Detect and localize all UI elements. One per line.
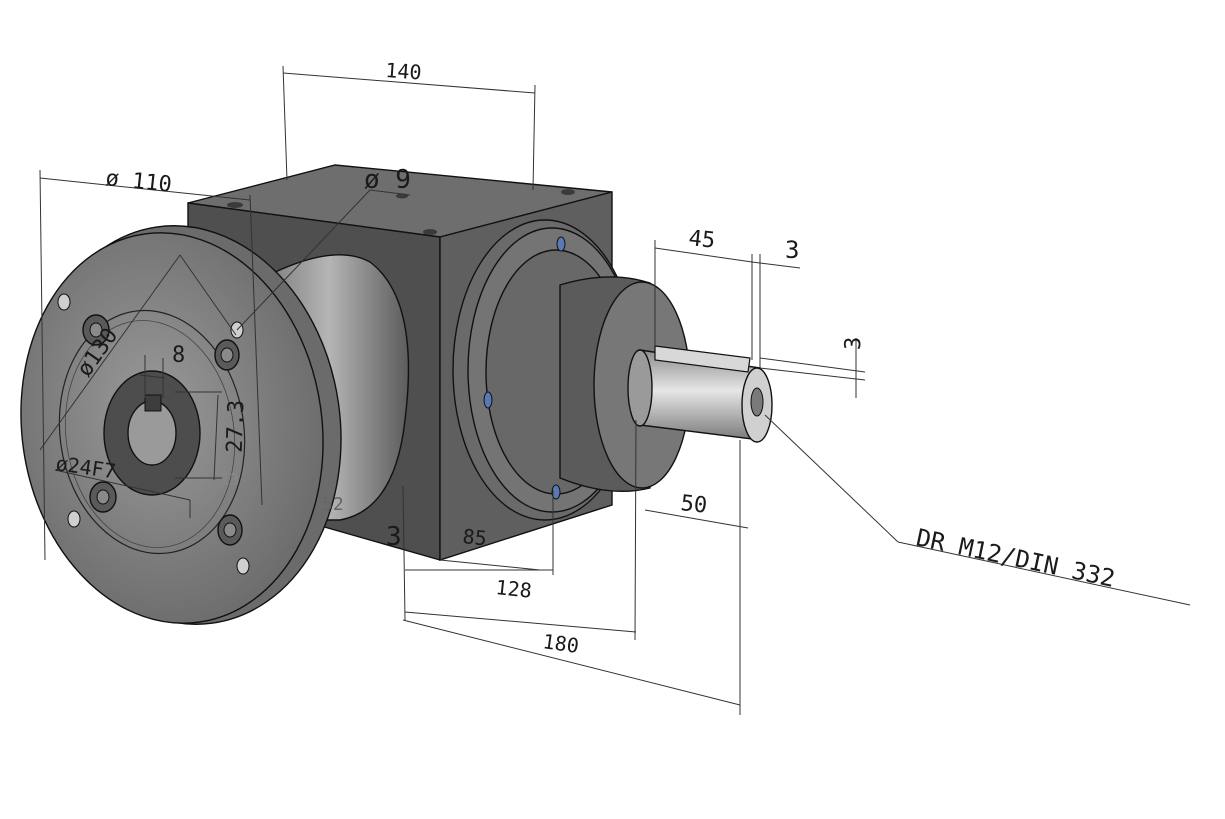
dim-shaft-step-3: 3 (785, 236, 799, 264)
flange-pitch-ring-inner (64, 320, 236, 548)
output-shaft (627, 345, 773, 443)
dim-shaft-45: 45 (687, 226, 716, 254)
dim-length-128: 128 (494, 575, 532, 603)
dim-small-3: 3 (386, 522, 402, 552)
dim-shaft-50: 50 (679, 491, 708, 519)
dim-small-13: 13 (220, 470, 239, 489)
screw-head (214, 339, 240, 371)
blue-bolt-hole (556, 236, 566, 252)
thread-note: DR M12/DIN 332 (914, 523, 1118, 592)
dim-keyway-depth: 27.3 (223, 399, 250, 453)
center-drill-hole (750, 387, 764, 417)
keyway-slot (144, 394, 162, 412)
flange-hole (57, 293, 71, 311)
shaft-key (654, 345, 751, 373)
dim-flange-dia: ø 110 (104, 166, 172, 198)
top-bolt-hole (423, 229, 437, 235)
blue-bolt-hole (551, 484, 561, 500)
input-flange (20, 225, 342, 625)
flange-hole (67, 510, 81, 528)
screw-head (217, 514, 243, 546)
dim-key-height-3: 3 (841, 336, 866, 350)
top-bolt-hole (561, 189, 575, 195)
screw-head (82, 314, 110, 346)
flange-hole (236, 557, 250, 575)
dim-keyway-width: 8 (172, 343, 185, 368)
dim-width-140: 140 (385, 58, 423, 84)
dim-small-52: 52 (322, 494, 344, 515)
flange-pitch-ring (58, 309, 246, 555)
dim-length-180: 180 (541, 629, 580, 658)
dimension-lines (39, 65, 1191, 715)
screw-head (89, 481, 117, 513)
blue-bolt-hole (483, 391, 493, 409)
shaft-shoulder (627, 349, 653, 427)
dim-small-85: 85 (461, 524, 487, 550)
dim-bolt-hole-dia: ø 9 (364, 165, 411, 195)
top-bolt-hole (227, 202, 243, 208)
